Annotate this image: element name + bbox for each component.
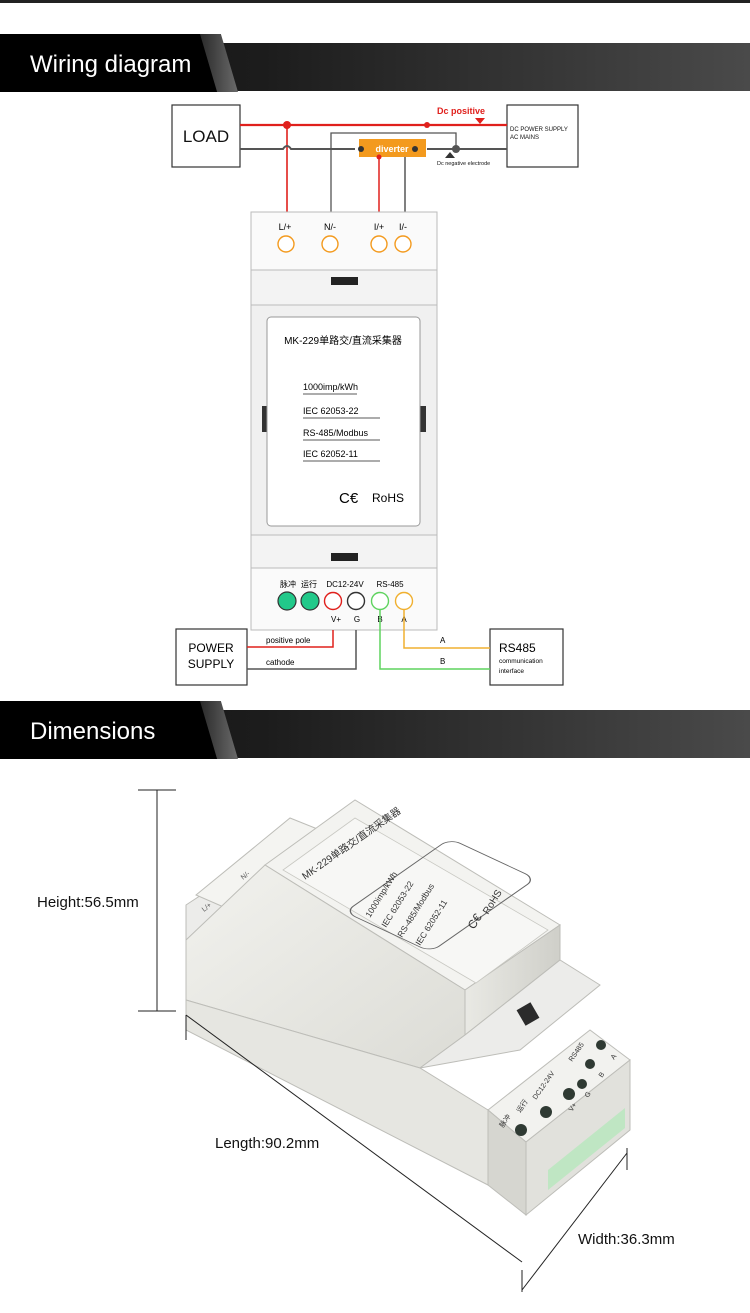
panel-line-4: IEC 62052-11 [303, 449, 358, 459]
terminal-l [277, 235, 295, 253]
device-label-area [282, 817, 549, 984]
diverter-box [359, 139, 426, 157]
terminal-label-n: N/- [324, 222, 336, 232]
top-divider [0, 0, 750, 3]
terminal-n [321, 235, 339, 253]
green-terminal-strip [548, 1108, 625, 1190]
terminal-iplus [370, 235, 388, 253]
rohs-mark: RoHS [372, 491, 404, 505]
terminal-label-g: G [354, 615, 360, 624]
top-terminal-label-l: L/+ [201, 902, 213, 914]
device-lower-band [250, 534, 438, 569]
rs485-line1: communication [499, 658, 543, 665]
terminal-iminus [394, 235, 412, 253]
side-terminal-label-a: A [610, 1053, 619, 1061]
side-led-run [540, 1106, 552, 1118]
terminal-label-iminus: I/- [399, 222, 407, 232]
terminal-label-vplus: V+ [331, 615, 341, 624]
terminal-vplus [323, 591, 343, 611]
top-terminal-label-n: N/- [240, 870, 252, 882]
rs485-a-wire [403, 610, 490, 649]
upper-latch [331, 277, 358, 285]
side-terminal-g [577, 1079, 587, 1089]
wiring-diagram-banner: Wiring diagram [0, 34, 750, 92]
label-rs485: RS-485 [376, 580, 404, 589]
power-supply-line2: SUPPLY [188, 657, 234, 671]
rs485-b-wire [379, 610, 490, 670]
side-latch [516, 1002, 540, 1026]
dimensions-illustration: Height:56.5mm L/+ N/- MK-229单路交/直流采集器 10… [37, 789, 675, 1292]
right-clip [420, 406, 426, 432]
length-label: Length:90.2mm [215, 1135, 319, 1152]
dimensions-title: Dimensions [30, 718, 156, 745]
rs485-title: RS485 [499, 641, 536, 655]
load-label: LOAD [183, 127, 229, 146]
width-dim-line [521, 1152, 628, 1291]
device-upper-band [250, 269, 438, 306]
negative-main-wire [240, 145, 355, 150]
label-dc: DC12-24V [326, 580, 364, 589]
terminal-g [346, 591, 366, 611]
device-inner-panel [349, 841, 531, 950]
dc-positive-label: Dc positive [437, 106, 485, 116]
positive-pole-label: positive pole [266, 636, 311, 645]
ce-mark: C€ [339, 490, 359, 507]
length-dim-line [185, 1014, 523, 1263]
panel-line-1: 1000imp/kWh [303, 382, 358, 392]
diverter-left-dot [358, 146, 364, 152]
load-box [171, 104, 241, 168]
height-label: Height:56.5mm [37, 894, 139, 911]
diverter-label: diverter [375, 144, 409, 154]
side-terminal-b [585, 1059, 595, 1069]
wire-b-label: B [440, 657, 445, 666]
side-terminal-vplus [563, 1088, 575, 1100]
dc-negative-arrow [445, 152, 455, 158]
led-run [300, 591, 320, 611]
cathode-label: cathode [266, 658, 295, 667]
diverter-bypass-wire [330, 132, 457, 212]
rs485-box [489, 628, 564, 686]
rs485-line2: interface [499, 668, 524, 675]
side-terminal-label-g: G [584, 1091, 593, 1099]
label-pulse: 脉冲 [280, 579, 296, 589]
lower-latch [331, 553, 358, 561]
left-clip [262, 406, 268, 432]
dc-positive-arrow [475, 118, 485, 124]
wiring-diagram: LOAD DC POWER SUPPLY AC MAINS Dc positiv… [171, 104, 579, 686]
wiring-diagram-title: Wiring diagram [30, 51, 192, 78]
cathode-wire [247, 630, 357, 670]
side-terminal-label-vplus: V+ [568, 1102, 579, 1113]
width-label: Width:36.3mm [578, 1231, 675, 1248]
dc-supply-line1: DC POWER SUPPLY [510, 127, 568, 133]
dimensions-banner: Dimensions [0, 701, 750, 759]
terminal-b [370, 591, 390, 611]
led-pulse [277, 591, 297, 611]
panel-line-2: IEC 62053-22 [303, 406, 359, 416]
diverter-right-dot [412, 146, 418, 152]
panel-line-3: RS-485/Modbus [303, 428, 369, 438]
dc-supply-box [506, 104, 579, 168]
panel-title: MK-229单路交/直流采集器 [284, 334, 402, 347]
device-lower-step [419, 959, 601, 1069]
dc-supply-line2: AC MAINS [510, 135, 539, 141]
terminal-a [394, 591, 414, 611]
power-supply-line1: POWER [188, 641, 234, 655]
side-terminal-label-b: B [598, 1071, 607, 1079]
wire-a-label: A [440, 636, 446, 645]
positive-end-dot [424, 122, 430, 128]
side-led-pulse [515, 1124, 527, 1136]
terminal-label-l: L/+ [279, 222, 292, 232]
positive-pole-wire [247, 630, 334, 648]
dc-negative-label: Dc negative electrode [437, 161, 490, 167]
label-run: 运行 [301, 579, 317, 589]
side-terminal-a [596, 1040, 606, 1050]
front-label-panel [266, 316, 421, 527]
power-supply-box [175, 628, 248, 686]
terminal-label-iplus: I/+ [374, 222, 384, 232]
